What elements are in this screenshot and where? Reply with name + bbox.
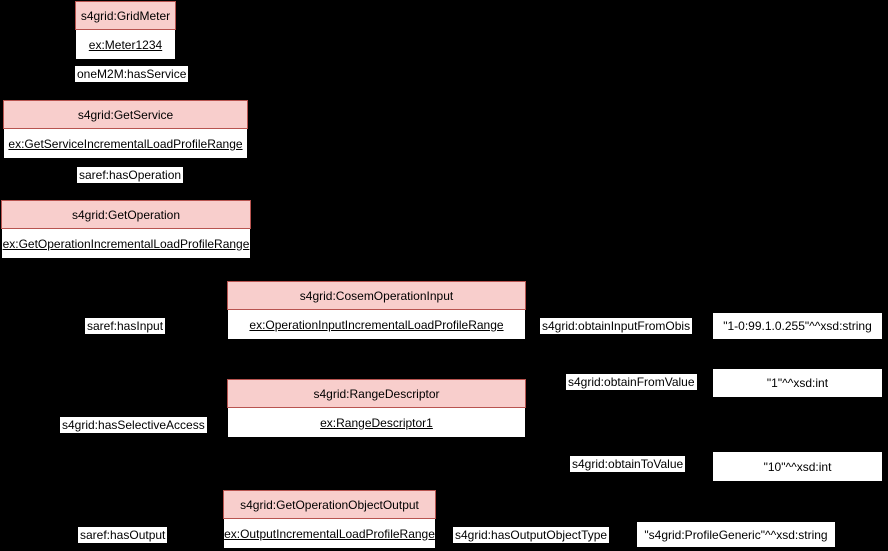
instance-label: ex:GetServiceIncrementalLoadProfileRange — [8, 136, 243, 151]
property-label-hasselectiveaccess: s4grid:hasSelectiveAccess — [60, 417, 207, 433]
instance-box: ex:RangeDescriptor1 — [227, 408, 526, 438]
instance-label: ex:RangeDescriptor1 — [320, 415, 433, 430]
instance-box: ex:GetOperationIncrementalLoadProfileRan… — [1, 229, 251, 259]
literal-obis-code: "1-0:99.1.0.255"^^xsd:string — [712, 312, 883, 340]
property-label-hasoutput: saref:hasOutput — [78, 527, 168, 543]
class-node-getservice: s4grid:GetService ex:GetServiceIncrement… — [3, 100, 248, 159]
property-label-obtaintovalue: s4grid:obtainToValue — [570, 456, 686, 472]
instance-label: ex:Meter1234 — [88, 37, 163, 52]
class-label: s4grid:GetOperation — [1, 200, 251, 229]
property-label-hasservice: oneM2M:hasService — [75, 66, 189, 82]
instance-label: ex:OperationInputIncrementalLoadProfileR… — [249, 317, 504, 332]
class-label: s4grid:GetService — [3, 100, 248, 129]
class-label: s4grid:RangeDescriptor — [227, 379, 526, 408]
instance-label: ex:GetOperationIncrementalLoadProfileRan… — [2, 236, 250, 251]
class-label: s4grid:GridMeter — [75, 1, 176, 30]
instance-box: ex:Meter1234 — [75, 30, 176, 60]
class-node-getoperation: s4grid:GetOperation ex:GetOperationIncre… — [1, 200, 251, 259]
instance-box: ex:GetServiceIncrementalLoadProfileRange — [3, 129, 248, 159]
literal-profile-generic: "s4grid:ProfileGeneric"^^xsd:string — [636, 521, 836, 548]
property-label-hasoperation: saref:hasOperation — [77, 167, 184, 183]
property-label-obtainfromvalue: s4grid:obtainFromValue — [566, 374, 697, 390]
literal-from-value: "1"^^xsd:int — [712, 368, 883, 398]
property-label-hasinput: saref:hasInput — [85, 318, 166, 334]
property-label-hasoutputobjecttype: s4grid:hasOutputObjectType — [453, 527, 610, 543]
literal-to-value: "10"^^xsd:int — [712, 451, 883, 482]
class-label: s4grid:GetOperationObjectOutput — [223, 490, 436, 519]
instance-box: ex:OutputIncrementalLoadProfileRange — [223, 519, 436, 549]
instance-label: ex:OutputIncrementalLoadProfileRange — [224, 526, 435, 541]
instance-box: ex:OperationInputIncrementalLoadProfileR… — [227, 310, 526, 340]
property-label-obtaininputfromobis: s4grid:obtainInputFromObis — [540, 318, 693, 334]
class-node-cosemoperationinput: s4grid:CosemOperationInput ex:OperationI… — [227, 281, 526, 340]
class-node-getoperationobjectoutput: s4grid:GetOperationObjectOutput ex:Outpu… — [223, 490, 436, 549]
class-label: s4grid:CosemOperationInput — [227, 281, 526, 310]
class-node-gridmeter: s4grid:GridMeter ex:Meter1234 — [75, 1, 176, 60]
class-node-rangedescriptor: s4grid:RangeDescriptor ex:RangeDescripto… — [227, 379, 526, 438]
